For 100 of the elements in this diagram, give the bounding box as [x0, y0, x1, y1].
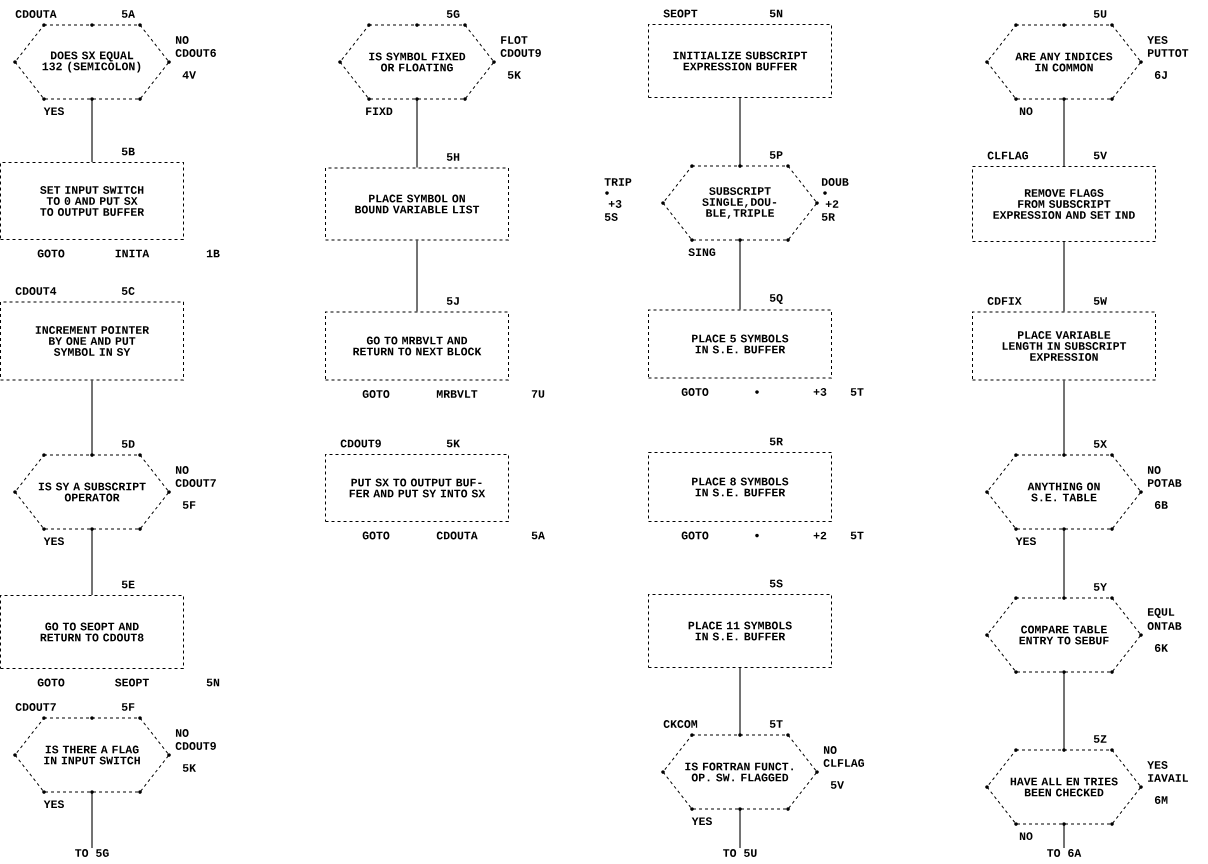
block-id: 5A: [121, 10, 135, 18]
process-box: PLACE 5 SYMBOLS IN S.E. BUFFER: [648, 309, 832, 379]
entry-name: CDOUT7: [15, 703, 56, 711]
goto-label: 1B: [206, 249, 220, 258]
goto-label: CDOUTA: [436, 531, 478, 540]
entry-name: CDOUT9: [340, 439, 381, 448]
connector-line: [739, 239, 741, 311]
process-box: SET INPUT SWITCH TO 0 AND PUT SX TO OUTPUT BUFFER: [0, 162, 184, 240]
exit-label: NO: [175, 466, 189, 474]
decision-hexagon: DOES SX EQUAL 132 (SEMICOLON): [13, 23, 171, 101]
exit-label: +3: [608, 200, 622, 208]
exit-label: YES: [1147, 761, 1168, 769]
exit-label: NO: [1147, 466, 1161, 474]
block-id: 5H: [446, 153, 460, 161]
continuation-label: TO 6A: [1047, 849, 1082, 857]
decision-hexagon: SUBSCRIPT SINGLE,DOU- BLE,TRIPLE: [661, 164, 819, 242]
continuation-label: TO 5G: [75, 849, 109, 857]
exit-label: 5F: [182, 501, 196, 509]
block-id: 5P: [769, 151, 783, 159]
block-id: 5C: [121, 287, 135, 295]
edge-label: NO: [1019, 107, 1033, 116]
exit-label: 5S: [604, 213, 618, 221]
goto-label: 5N: [206, 678, 220, 687]
goto-label: INITA: [115, 249, 150, 258]
entry-name: SEOPT: [663, 9, 698, 18]
exit-label: CDOUT6: [175, 49, 216, 57]
decision-hexagon: ANYTHING ON S.E. TABLE: [985, 453, 1143, 531]
block-id: 5V: [1093, 151, 1107, 160]
block-id: 5T: [769, 720, 783, 728]
connector-line: [739, 97, 741, 167]
exit-label: 6K: [1154, 644, 1168, 652]
goto-label: GOTO: [362, 531, 390, 540]
connector-line: [739, 667, 741, 736]
decision-hexagon: IS SYMBOL FIXED OR FLOATING: [338, 23, 496, 101]
block-id: 5Z: [1093, 735, 1107, 743]
exit-label: ONTAB: [1147, 622, 1182, 630]
connector-line: [91, 379, 93, 456]
edge-label: FIXD: [366, 107, 393, 115]
connector-line: [416, 239, 418, 313]
goto-label: 5A: [531, 531, 545, 540]
edge-label: YES: [43, 537, 64, 546]
entry-name: CDOUT4: [15, 287, 57, 295]
exit-label: CLFLAG: [823, 759, 865, 767]
exit-label: 6M: [1154, 796, 1168, 804]
exit-label: 5V: [830, 781, 844, 789]
connector-line: [1063, 379, 1065, 456]
goto-label: 5T: [850, 388, 864, 396]
block-id: 5W: [1093, 297, 1107, 305]
block-id: 5R: [769, 437, 783, 446]
connector-line: [91, 791, 93, 849]
goto-label: +3: [813, 388, 827, 396]
process-box: INCREMENT POINTER BY ONE AND PUT SYMBOL IN SY: [0, 301, 184, 381]
exit-label: NO: [175, 729, 189, 737]
decision-hexagon: IS THERE A FLAG IN INPUT SWITCH: [13, 716, 171, 794]
exit-label: CDOUT7: [175, 479, 216, 487]
exit-label: DOUB: [821, 178, 849, 186]
process-box: INITIALIZE SUBSCRIPT EXPRESSION BUFFER: [648, 24, 832, 98]
continuation-label: TO 5U: [723, 849, 757, 857]
exit-label: FLOT: [501, 36, 528, 44]
exit-label: NO: [823, 746, 837, 754]
exit-label: 4V: [182, 71, 196, 79]
goto-label: GOTO: [37, 678, 65, 687]
block-id: 5U: [1093, 10, 1107, 18]
block-id: 5K: [446, 439, 460, 448]
process-box: GO TO SEOPT AND RETURN TO CDOUT8: [0, 595, 184, 669]
entry-name: CDOUTA: [15, 10, 57, 18]
edge-label: NO: [1019, 832, 1033, 841]
decision-hexagon: HAVE ALL EN TRIES BEEN CHECKED: [985, 748, 1143, 826]
block-id: 5G: [446, 10, 460, 18]
edge-label: YES: [43, 800, 64, 809]
edge-label: YES: [691, 817, 712, 826]
block-id: 5X: [1093, 440, 1107, 448]
goto-label: GOTO: [37, 249, 65, 258]
goto-label: 5T: [850, 531, 864, 540]
block-id: 5B: [121, 147, 135, 156]
block-id: 5Y: [1093, 583, 1107, 591]
connector-line: [1063, 528, 1065, 599]
block-id: 5N: [769, 9, 783, 18]
block-id: 5S: [769, 579, 783, 588]
process-box: REMOVE FLAGS FROM SUBSCRIPT EXPRESSION AND SET IND: [972, 166, 1156, 242]
entry-name: CLFLAG: [987, 151, 1029, 160]
process-box: PLACE 11 SYMBOLS IN S.E. BUFFER: [648, 594, 832, 668]
exit-label: TRIP: [604, 178, 632, 186]
process-box: PLACE VARIABLE LENGTH IN SUBSCRIPT EXPRESSION: [972, 311, 1156, 381]
goto-label: GOTO: [681, 531, 709, 540]
exit-label: 5K: [182, 764, 196, 772]
goto-label: MRBVLT: [436, 390, 478, 398]
connector-line: [739, 808, 741, 849]
goto-label: +2: [813, 531, 827, 540]
block-id: 5J: [446, 297, 459, 305]
connector-line: [91, 98, 93, 163]
edge-label: YES: [43, 107, 64, 116]
exit-label: IAVAIL: [1148, 774, 1188, 782]
decision-hexagon: COMPARE TABLE ENTRY TO SEBUF: [985, 596, 1143, 674]
process-box: GO TO MRBVLT AND RETURN TO NEXT BLOCK: [325, 311, 509, 381]
exit-label: PUTTOT: [1147, 49, 1189, 57]
exit-label: +2: [825, 200, 839, 208]
decision-hexagon: ARE ANY INDICES IN COMMON: [985, 23, 1143, 101]
goto-label: 7U: [531, 390, 545, 398]
decision-hexagon: IS SY A SUBSCRIPT OPERATOR: [13, 453, 171, 531]
